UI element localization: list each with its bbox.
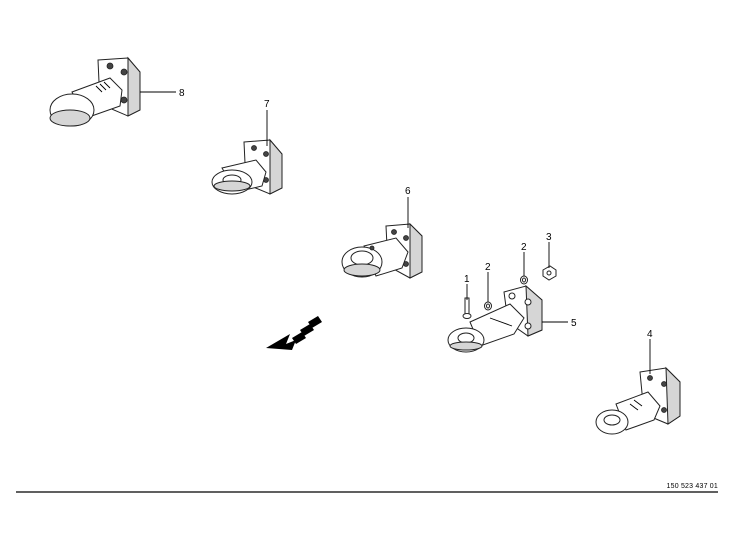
part-8-ball-coupling xyxy=(49,56,141,127)
callout-6: 6 xyxy=(405,186,411,197)
direction-arrow xyxy=(266,316,322,350)
part-2-washer-right xyxy=(520,275,528,285)
callout-3: 3 xyxy=(546,232,552,243)
callout-8: 8 xyxy=(179,88,185,99)
callout-2-right: 2 xyxy=(521,242,527,253)
leader-lines xyxy=(140,91,651,374)
callout-2-left: 2 xyxy=(485,262,491,273)
callout-4: 4 xyxy=(647,329,653,340)
part-2-washer-left xyxy=(484,301,492,311)
part-5-towing-eye-bracket xyxy=(447,284,543,353)
callout-7: 7 xyxy=(264,99,270,110)
part-7-towing-eye xyxy=(211,138,283,195)
document-number: 150 523 437 01 xyxy=(666,483,718,490)
part-3-nut xyxy=(542,265,557,281)
callout-5: 5 xyxy=(571,318,577,329)
callout-1: 1 xyxy=(464,274,470,285)
part-1-bolt xyxy=(462,297,472,319)
part-4-towing-eye-long xyxy=(595,366,681,435)
part-6-towing-eye-ring xyxy=(341,222,423,279)
